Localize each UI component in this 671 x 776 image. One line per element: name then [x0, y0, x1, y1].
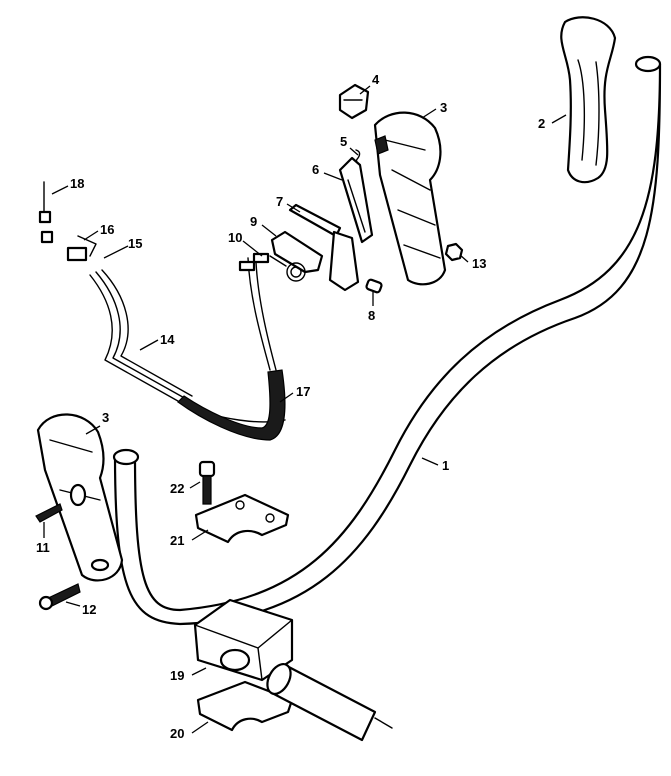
handle-housing-lower — [36, 413, 124, 582]
switch — [270, 230, 324, 274]
screw-18 — [38, 181, 54, 244]
callout-5: 5 — [340, 134, 347, 149]
clamp-lower — [196, 680, 294, 732]
callout-17: 17 — [296, 384, 310, 399]
callout-3-lower: 3 — [102, 410, 109, 425]
callout-21: 21 — [170, 533, 184, 548]
screw-11 — [35, 503, 63, 523]
clamp-block — [193, 598, 294, 682]
callout-14: 14 — [160, 332, 175, 347]
trigger-rod — [288, 203, 360, 292]
torsion-spring — [269, 255, 306, 282]
short-circuit-wire — [177, 252, 286, 441]
handlebar-tube — [112, 55, 662, 626]
nut — [444, 242, 464, 262]
callout-10: 10 — [228, 230, 242, 245]
leader-lines — [43, 85, 567, 734]
callout-15: 15 — [128, 236, 142, 251]
callout-11: 11 — [36, 540, 50, 555]
callout-8: 8 — [368, 308, 375, 323]
callout-9: 9 — [250, 214, 257, 229]
clamp-upper — [194, 493, 290, 544]
callout-22: 22 — [170, 481, 184, 496]
contact-spring — [77, 235, 97, 257]
callout-4: 4 — [372, 72, 380, 87]
callout-3-upper: 3 — [440, 100, 447, 115]
callout-7: 7 — [276, 194, 283, 209]
grip — [560, 16, 617, 184]
callout-12: 12 — [82, 602, 96, 617]
callout-6: 6 — [312, 162, 319, 177]
callout-1: 1 — [442, 458, 449, 473]
bolt — [198, 460, 216, 505]
callout-18: 18 — [70, 176, 84, 191]
callout-20: 20 — [170, 726, 184, 741]
drive-tube — [266, 663, 393, 742]
cap — [338, 83, 370, 120]
callout-labels: 1 2 3 3 4 5 6 7 8 9 10 11 12 13 14 15 16… — [36, 72, 545, 741]
callout-2: 2 — [538, 116, 545, 131]
screw-12 — [38, 583, 81, 611]
control-handle-housing-upper — [373, 111, 447, 286]
callout-19: 19 — [170, 668, 184, 683]
lever — [338, 156, 374, 244]
callout-13: 13 — [472, 256, 486, 271]
small-spring — [365, 278, 383, 294]
connector — [66, 246, 88, 262]
callout-16: 16 — [100, 222, 114, 237]
